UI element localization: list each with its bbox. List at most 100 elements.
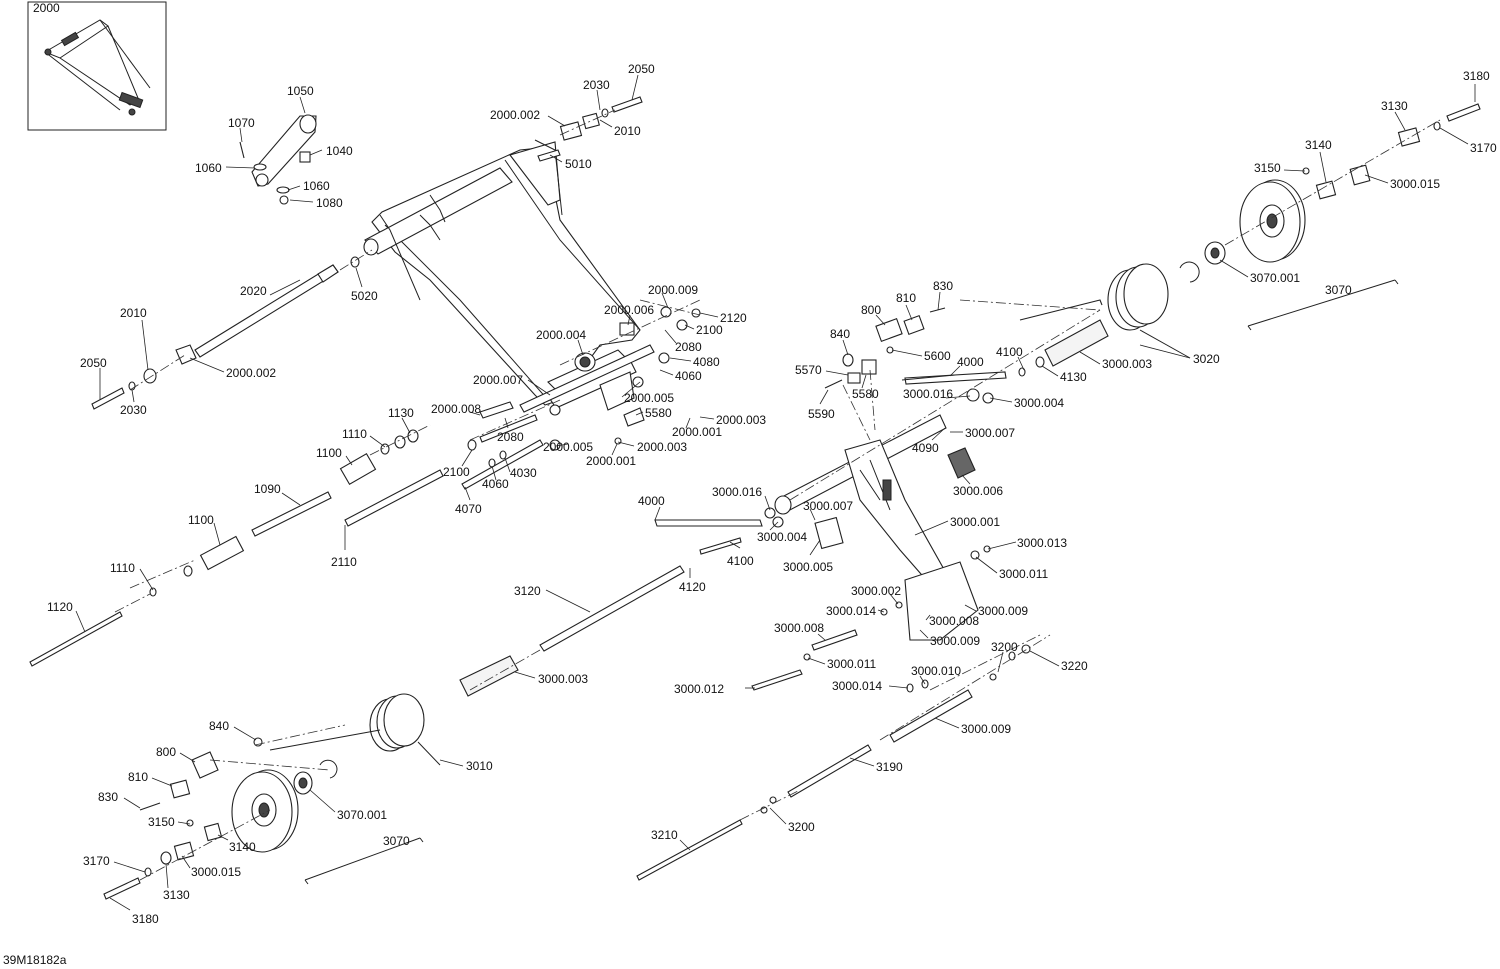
rear-torsion-spring-icon [1107,263,1191,359]
callout: 2000.004 [536,328,586,356]
svg-text:3000.007: 3000.007 [965,426,1015,440]
svg-text:3120: 3120 [514,584,541,598]
callout: 3190 [849,757,903,774]
callout: 2000.002 [189,357,276,380]
svg-text:840: 840 [209,719,229,733]
callout: 800 [861,303,886,326]
callout: 3210 [651,828,691,851]
callout: 2000.001 [586,443,636,468]
callout: 1110 [110,561,154,591]
callout: 3000.012 [674,682,755,696]
callout: 1060 [287,179,330,193]
callout: 3000.009 [934,717,1011,736]
callout: 3000.008 [774,621,826,641]
callout: 4000 [949,355,984,377]
svg-text:3000.006: 3000.006 [953,484,1003,498]
callout: 3000.010 [911,664,961,685]
svg-text:1120: 1120 [47,600,73,614]
callout: 3170 [83,854,146,873]
callout: 3000.009 [919,629,980,648]
callout: 3140 [1305,138,1332,183]
svg-text:3180: 3180 [132,912,159,926]
svg-text:3000.003: 3000.003 [1102,357,1152,371]
callout: 2100 [443,449,473,479]
svg-text:2050: 2050 [80,356,107,370]
svg-text:4090: 4090 [912,441,939,455]
callout: 830 [98,790,141,809]
svg-text:3200: 3200 [991,640,1018,654]
callout: 3070 [383,834,410,848]
svg-text:1100: 1100 [188,513,214,527]
callout: 3000.009 [964,604,1028,618]
svg-text:3130: 3130 [1381,99,1408,113]
svg-text:5020: 5020 [351,289,378,303]
svg-text:830: 830 [933,279,953,293]
svg-text:800: 800 [861,303,881,317]
svg-text:3000.001: 3000.001 [950,515,1000,529]
callout: 2000.005 [621,381,674,405]
callout: 2000.008 [431,402,481,416]
callout: 2100 [684,323,723,337]
svg-text:3070: 3070 [383,834,410,848]
callout: 2120 [699,311,747,325]
callout: 2010 [120,306,149,371]
callout: 2000.002 [490,108,566,127]
svg-text:3000.014: 3000.014 [832,679,882,693]
callout: 5600 [891,349,951,363]
svg-text:4130: 4130 [1060,370,1087,384]
inset-assembly-icon [43,19,151,116]
callout: 1040 [309,144,353,158]
callout: 1100 [188,513,221,546]
callout: 3000.004 [989,396,1064,410]
inset-thumbnail: 2000 [27,1,167,131]
callout: 4060 [659,369,702,383]
assembly-center-lines [114,109,1441,881]
callout: 1080 [289,196,343,210]
svg-text:3000.008: 3000.008 [774,621,824,635]
callout: 1060 [195,161,256,175]
callout: 3130 [163,863,190,902]
callout: 5580 [635,406,672,420]
svg-text:3000.016: 3000.016 [712,485,762,499]
callout: 810 [896,291,916,321]
callout: 4060 [482,465,509,491]
svg-text:3020: 3020 [1193,352,1220,366]
callout: 2010 [599,119,641,138]
callout: 1130 [388,406,414,434]
callout: 5570 [795,363,849,377]
callout: 3000.011 [975,556,1048,581]
svg-text:3000.009: 3000.009 [978,604,1028,618]
callout-labels: 1050 1070 1040 1060 1060 1080 2030 2050 … [47,62,1497,926]
callout: 3000.011 [807,657,876,671]
callout: 3070.001 [309,789,387,822]
callout: 4120 [679,568,706,594]
svg-text:5600: 5600 [924,349,951,363]
svg-text:1070: 1070 [228,116,255,130]
front-idler-wheel-icon [231,759,338,853]
callout: 3000.003 [514,671,588,686]
callout: 3000.015 [1364,174,1440,191]
callout: 2000.006 [604,303,654,326]
callout: 4100 [996,345,1025,371]
svg-text:3000.002: 3000.002 [851,584,901,598]
svg-text:3140: 3140 [229,840,256,854]
svg-text:1080: 1080 [316,196,343,210]
svg-text:4100: 4100 [727,554,754,568]
svg-text:2030: 2030 [120,403,147,417]
callout: 5020 [351,267,378,303]
callout: 2050 [628,62,655,101]
callout: 5590 [808,389,835,421]
svg-text:3000.004: 3000.004 [757,530,807,544]
svg-text:3140: 3140 [1305,138,1332,152]
svg-text:2000.007: 2000.007 [473,373,523,387]
callout: 2000.001 [672,417,722,439]
svg-text:3210: 3210 [651,828,678,842]
callout: 2000.005 [543,440,593,454]
svg-text:4000: 4000 [638,494,665,508]
svg-text:1090: 1090 [254,482,281,496]
callout: 3000.007 [803,499,853,521]
svg-text:3000.015: 3000.015 [1390,177,1440,191]
svg-text:4120: 4120 [679,580,706,594]
svg-text:2050: 2050 [628,62,655,76]
